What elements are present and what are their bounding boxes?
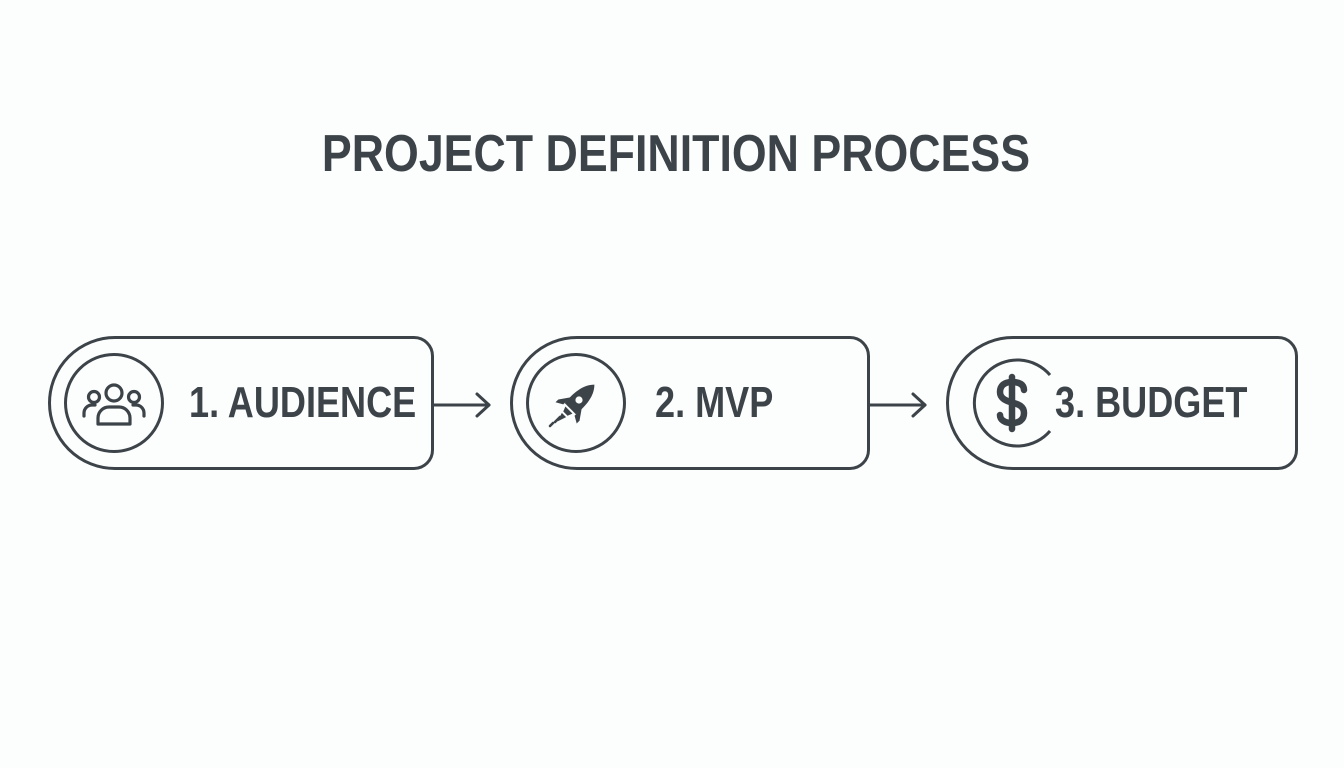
icon-ring <box>64 353 164 453</box>
step-label: 1. AUDIENCE <box>189 378 417 427</box>
page-title: PROJECT DEFINITION PROCESS <box>321 125 1031 183</box>
people-group-icon <box>82 383 146 426</box>
step-mvp: 2. MVP <box>510 336 870 470</box>
icon-ring <box>962 353 1062 453</box>
arrow-right-icon <box>869 392 927 418</box>
rocket-icon <box>548 384 595 428</box>
arrow-right-icon <box>433 392 491 418</box>
step-audience: 1. AUDIENCE <box>48 336 434 470</box>
step-label: 3. BUDGET <box>1055 378 1248 427</box>
icon-ring <box>526 353 626 453</box>
step-budget: 3. BUDGET <box>946 336 1298 470</box>
dollar-icon <box>972 358 1052 448</box>
step-label: 2. MVP <box>655 378 774 427</box>
